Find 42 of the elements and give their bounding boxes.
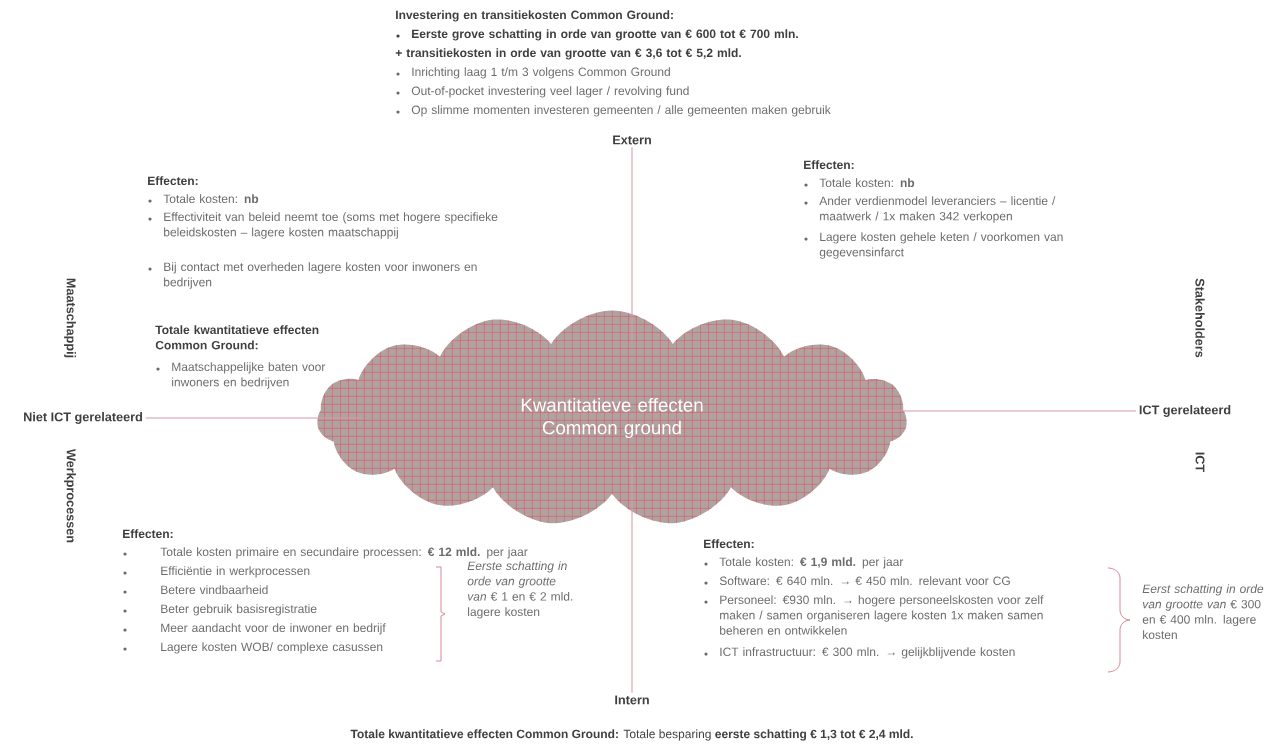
bullet-item: Op slimme momenten investeren gemeenten / alle gemeenten maken gebruik	[396, 105, 831, 117]
bullet-item: Betere vindbaarheid	[123, 585, 268, 595]
axis-line	[631, 463, 633, 694]
summary-text: Totale kwantitatieve effecten Common Ground: Totale besparing eerste schatting € 1,3 tot € 2,4 mld.	[350, 729, 913, 741]
bullet-item: Lagere kosten gehele keten / voorkomen van gegevensinfarct	[804, 232, 1063, 259]
bullet-item: Lagere kosten WOB/ complexe casussen	[123, 642, 383, 654]
bullet-item: ICT infrastructuur: € 300 mln. → gelijkblijvende kosten	[704, 647, 1015, 659]
bullet-item: Inrichting laag 1 t/m 3 volgens Common Ground	[396, 67, 670, 79]
axis-title: Maatschappij	[64, 278, 76, 358]
bullet-item: Totale kosten: € 1,9 mld. per jaar	[704, 557, 904, 569]
heading-text: Effecten:	[148, 176, 198, 186]
axis-title: Stakeholders	[1195, 278, 1205, 358]
bullet-item: Totale kosten: nb	[804, 178, 915, 188]
estimate-note: Eerste schatting in orde van grootte van € 1 en € 2 mld. lagere kosten	[467, 561, 573, 619]
axis-label: ICT gerelateerd	[1139, 405, 1231, 417]
axis-line	[861, 410, 1137, 412]
axis-label: Niet ICT gerelateerd	[24, 412, 142, 424]
bullet-item: Meer aandacht voor de inwoner en bedrijf	[123, 623, 386, 635]
heading-text: Effecten:	[704, 539, 754, 549]
heading-text: Effecten:	[804, 160, 854, 170]
heading-text: + transitiekosten in orde van grootte van € 3,6 tot € 5,2 mld.	[395, 48, 741, 60]
bullet-item: Software: € 640 mln. → € 450 mln. relevant voor CG	[704, 576, 1010, 586]
axis-title: ICT	[1195, 452, 1205, 473]
bullet-item: Totale kosten: nb	[148, 194, 259, 204]
axis-line	[631, 146, 633, 341]
bullet-item: Beter gebruik basisregistratie	[123, 604, 317, 616]
heading-text: Effecten:	[123, 529, 173, 539]
axis-title: Werkprocessen	[64, 448, 76, 543]
bullet-item: Effectiviteit van beleid neemt toe (soms met hogere specifieke beleidskosten – lagere kosten maatschappij	[148, 212, 498, 239]
bullet-item: Totale kosten primaire en secundaire processen: € 12 mld. per jaar	[123, 547, 528, 559]
bullet-item: Eerste grove schatting in orde van grootte van € 600 tot € 700 mln.	[396, 29, 798, 41]
bullet-item: Efficiëntie in werkprocessen	[123, 566, 310, 578]
estimate-note: Eerst schatting in orde van grootte van € 300 en € 400 mln. lagere kosten	[1142, 584, 1264, 640]
axis-label: Intern	[615, 695, 649, 705]
axis-label: Extern	[613, 135, 651, 145]
bullet-item: Ander verdienmodel leveranciers – licentie / maatwerk / 1x maken 342 verkopen	[804, 196, 1056, 223]
bullet-item: Personeel: €930 mln. → hogere personeelskosten voor zelf maken / samen organiseren lagere kosten 1x maken samen beheren en ontwikkelen	[704, 595, 1044, 635]
bullet-item: Bij contact met overheden lagere kosten voor inwoners en bedrijven	[148, 262, 477, 289]
heading-text: Investering en transitiekosten Common Ground:	[396, 10, 673, 22]
heading-text: Totale kwantitatieve effecten Common Ground:	[155, 325, 319, 350]
bullet-item: Out-of-pocket investering veel lager / revolving fund	[396, 86, 689, 98]
axis-line	[145, 417, 363, 419]
